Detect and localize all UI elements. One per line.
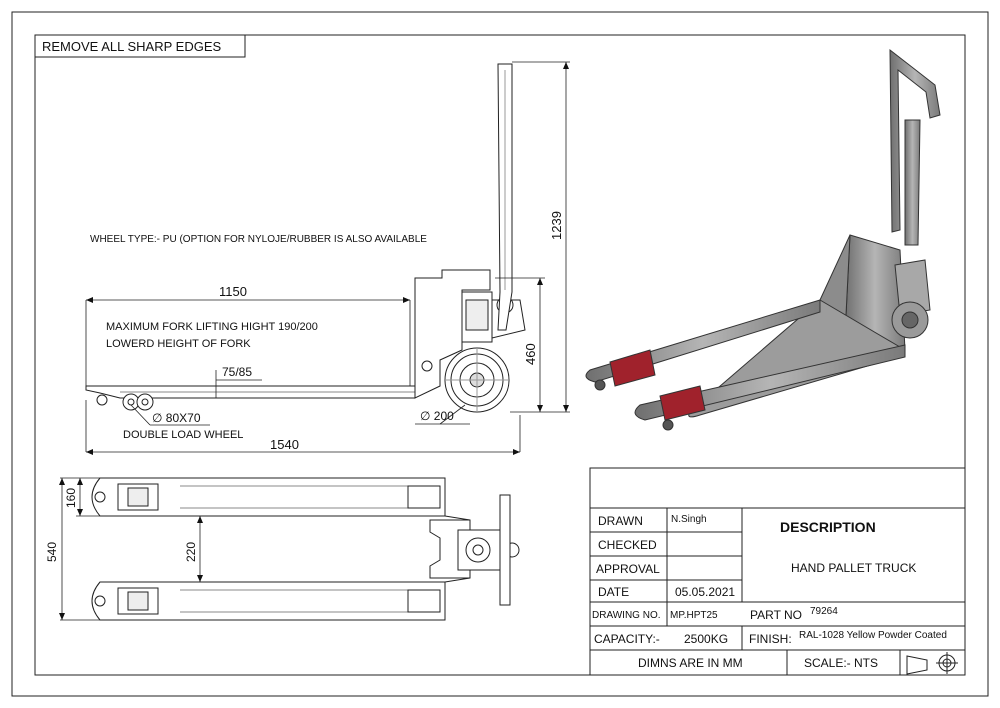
drawing-no-label: DRAWING NO. xyxy=(592,610,661,621)
chassis xyxy=(414,269,491,399)
load-wheel-note: DOUBLE LOAD WHEEL xyxy=(123,429,243,441)
checked-label: CHECKED xyxy=(598,538,657,552)
description-label: DESCRIPTION xyxy=(780,519,876,535)
top-view xyxy=(91,477,520,621)
inner-border xyxy=(34,34,966,676)
date-value: 05.05.2021 xyxy=(675,585,735,599)
date-label: DATE xyxy=(598,585,629,599)
dim-total-height: 1239 xyxy=(549,211,564,240)
lift-note: MAXIMUM FORK LIFTING HIGHT 190/200 xyxy=(106,321,318,333)
approval-label: APPROVAL xyxy=(596,562,660,576)
part-no-value: 79264 xyxy=(810,606,838,617)
note-text: REMOVE ALL SHARP EDGES xyxy=(42,39,222,54)
dim-steer-wheel: ∅ 200 xyxy=(420,409,454,423)
dim-inner-width: 220 xyxy=(184,542,198,562)
scale-note: SCALE:- NTS xyxy=(804,656,878,670)
capacity-value: 2500KG xyxy=(684,632,728,646)
load-roller-back xyxy=(609,349,656,387)
drawing-no-value: MP.HPT25 xyxy=(670,610,718,621)
description-value: HAND PALLET TRUCK xyxy=(791,561,916,575)
dim-fork-height: 75/85 xyxy=(222,365,252,379)
drawn-value: N.Singh xyxy=(671,514,707,525)
finish-value: RAL-1028 Yellow Powder Coated xyxy=(799,630,947,641)
units-note: DIMNS ARE IN MM xyxy=(638,656,743,670)
dim-fork-width: 160 xyxy=(64,488,78,508)
steer-wheel-top xyxy=(499,494,511,606)
lowered-note: LOWERD HEIGHT OF FORK xyxy=(106,338,251,350)
drawn-label: DRAWN xyxy=(598,514,643,528)
dim-fork-length: 1150 xyxy=(219,284,247,299)
dim-overall-width: 540 xyxy=(45,542,59,562)
capacity-label: CAPACITY:- xyxy=(594,632,660,646)
fork-top-upper xyxy=(91,477,446,517)
handle-iso xyxy=(889,48,941,233)
wheel-type-note: WHEEL TYPE:- PU (OPTION FOR NYLOJE/RUBBE… xyxy=(90,234,427,245)
dim-handle-height: 460 xyxy=(523,343,538,365)
note-box: REMOVE ALL SHARP EDGES xyxy=(34,34,246,58)
title-block xyxy=(589,467,966,676)
outer-border xyxy=(11,11,989,697)
finish-label: FINISH: xyxy=(749,632,792,646)
isometric-view xyxy=(585,48,941,431)
dim-overall-length: 1540 xyxy=(270,437,299,452)
entry-roller xyxy=(96,394,108,406)
projection-symbol xyxy=(906,655,928,675)
fork-top-lower xyxy=(91,581,446,621)
load-roller-front xyxy=(659,385,706,421)
side-dimensions xyxy=(85,61,570,455)
top-dimensions xyxy=(59,477,203,621)
part-no-label: PART NO xyxy=(750,608,802,622)
dim-load-wheel: ∅ 80X70 xyxy=(152,411,201,425)
side-view xyxy=(85,63,526,413)
